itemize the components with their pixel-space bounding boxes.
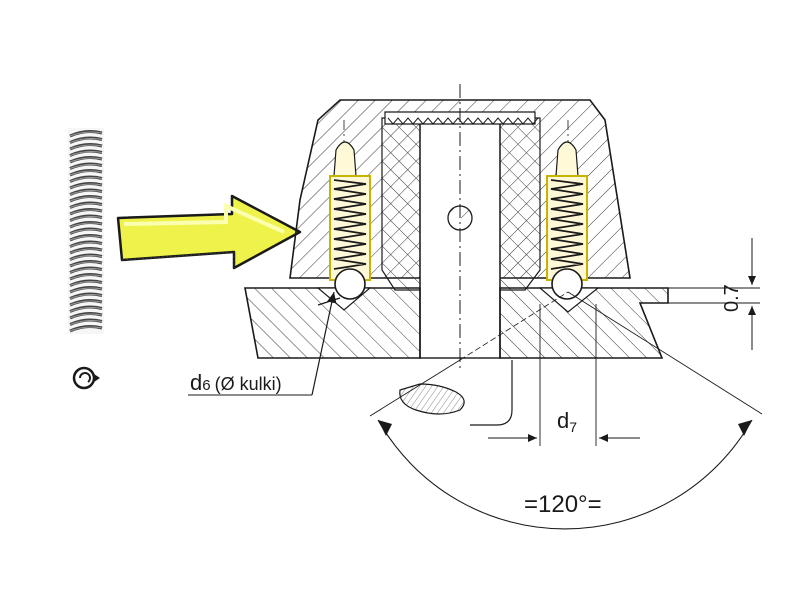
d7-label: d xyxy=(557,408,569,433)
coil-spring-icon xyxy=(68,128,104,334)
dimension-0-7: 0.7 xyxy=(668,238,760,350)
left-plunger xyxy=(329,141,371,300)
detent-body xyxy=(244,84,669,426)
d6-note: (Ø kulki) xyxy=(215,374,282,394)
dimension-d7: d7 xyxy=(488,304,640,446)
logo-icon xyxy=(72,366,100,390)
dim-07-label: 0.7 xyxy=(721,284,743,312)
angle-label: =120°= xyxy=(524,491,602,518)
d6-label: d xyxy=(190,370,202,395)
d7-subscript: 7 xyxy=(569,419,577,435)
d6-subscript: 6 xyxy=(202,377,210,394)
dimension-d6: d6 (Ø kulki) xyxy=(188,291,341,396)
block-arrow-right-icon xyxy=(116,194,302,270)
right-plunger xyxy=(546,141,588,300)
svg-text:d6(Ø kulki): d6 (Ø kulki) xyxy=(190,370,282,395)
angle-120-dimension: =120°= xyxy=(369,291,763,530)
svg-text:d7: d7 xyxy=(557,408,577,435)
